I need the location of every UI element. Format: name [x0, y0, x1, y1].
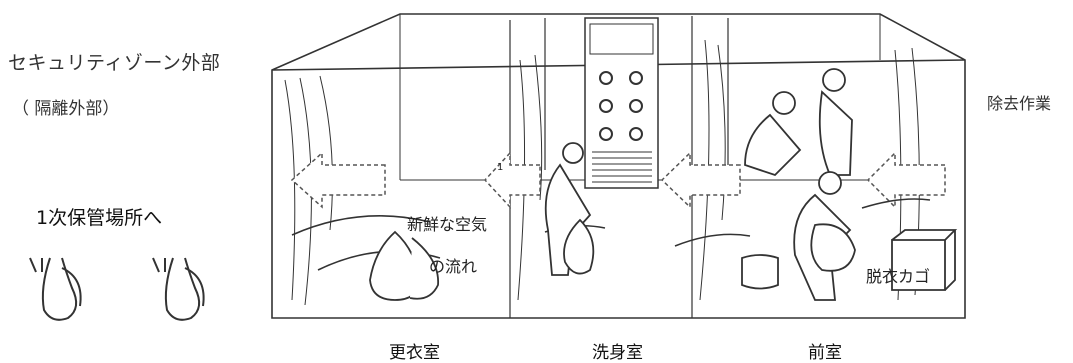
arrow-left-icon [483, 151, 541, 209]
waste-bag-icon [369, 230, 439, 301]
air-flow-label: の流れ [429, 257, 478, 276]
air-flow-line [861, 198, 931, 209]
front-room-label: 前室 [808, 343, 842, 363]
undress-basket-label: 脱衣カゴ [866, 267, 931, 286]
removal-work-label: 除去作業 [987, 94, 1052, 113]
worker-figure-icon [544, 142, 595, 276]
worker-figure-icon [744, 91, 802, 177]
worker-figure-icon [818, 68, 853, 176]
arrow-left-icon [660, 151, 741, 209]
washing-room-label: 洗身室 [592, 343, 643, 363]
curtain-right [699, 39, 920, 301]
dressing-room-label: 更衣室 [389, 343, 440, 363]
waste-bag-icon [29, 257, 82, 321]
vacuum-canister [741, 254, 779, 290]
arrow-left-icon [866, 151, 946, 209]
isolation-outside-label: （ 隔離外部） [12, 99, 120, 119]
arrow-left-icon [290, 151, 386, 209]
small-number-label: 1 [497, 162, 504, 173]
primary-storage-label: 1次保管場所へ [36, 207, 163, 229]
security-zone-outside-label: セキュリティゾーン外部 [8, 52, 221, 74]
waste-bag-icon [152, 257, 205, 321]
fan-unit [584, 17, 659, 189]
undress-basket-box [891, 229, 958, 291]
fresh-air-label: 新鮮な空気 [407, 215, 488, 234]
air-flow-line [674, 233, 751, 247]
air-flow-line [291, 215, 431, 236]
waste-bag-icon [810, 223, 856, 272]
